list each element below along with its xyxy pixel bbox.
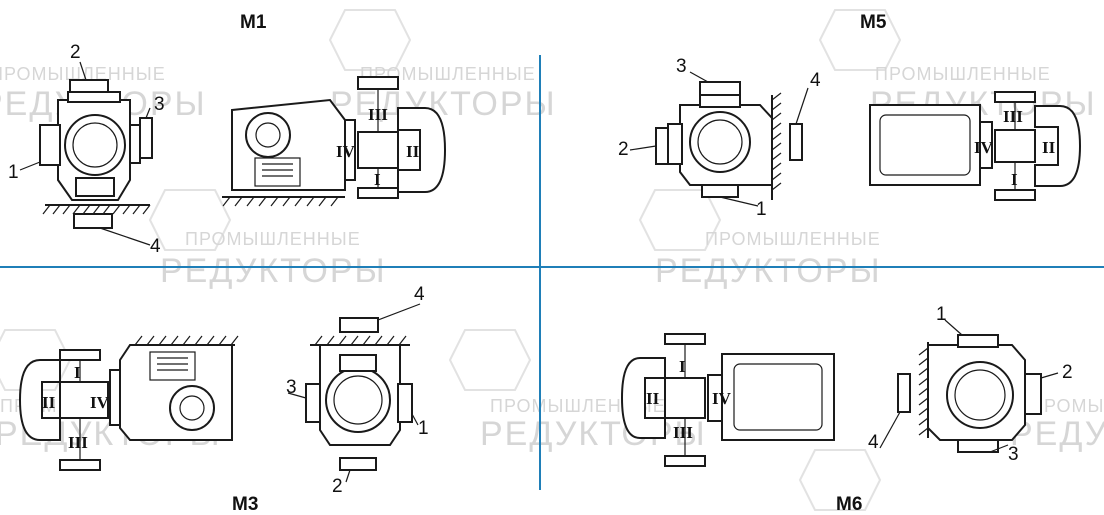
m1-side-view bbox=[222, 76, 447, 207]
m5-roman-iii: III bbox=[1003, 107, 1023, 126]
m1-front-view bbox=[19, 61, 153, 246]
watermark-line1: ПРОМЫШЛЕННЫЕ bbox=[1030, 396, 1104, 416]
m1-roman-ii: II bbox=[406, 142, 420, 161]
m5-roman-iv: IV bbox=[974, 138, 994, 157]
m5-callout-3: 3 bbox=[676, 56, 687, 77]
m3-front-view bbox=[287, 303, 421, 483]
watermark-line2: РЕДУКТОРЫ bbox=[330, 85, 557, 123]
m5-roman-ii: II bbox=[1042, 138, 1056, 157]
m6-roman-i: I bbox=[679, 357, 686, 376]
m5-roman-i: I bbox=[1011, 170, 1018, 189]
m6-side-view bbox=[620, 333, 835, 467]
watermark-line1: ПРОМЫШЛЕННЫЕ bbox=[0, 64, 166, 84]
watermark-line1: ПРОМЫШЛЕННЫЕ bbox=[185, 229, 361, 249]
m3-roman-ii: II bbox=[42, 393, 56, 412]
watermark-top-center: ПРОМЫШЛЕННЫЕ РЕДУКТОРЫ bbox=[328, 9, 557, 123]
watermark-mid-right: ПРОМЫШЛЕННЫЕ РЕДУКТОРЫ bbox=[638, 189, 882, 290]
m5-side-view bbox=[869, 91, 1082, 201]
m3-callout-2: 2 bbox=[332, 476, 343, 497]
m1-callout-1: 1 bbox=[8, 162, 19, 183]
m5-front-view bbox=[629, 71, 809, 207]
m1-callout-2: 2 bbox=[70, 42, 81, 63]
m3-roman-iii: III bbox=[68, 433, 88, 452]
m5-callout-1: 1 bbox=[756, 199, 767, 220]
watermark-line1: ПРОМЫШЛЕННЫЕ bbox=[705, 229, 881, 249]
m1-roman-iv: IV bbox=[336, 142, 356, 161]
watermark-line2: РЕДУКТОРЫ bbox=[480, 415, 707, 453]
watermark-mid-left: ПРОМЫШЛЕННЫЕ РЕДУКТОРЫ bbox=[148, 189, 387, 290]
m6-callout-4: 4 bbox=[868, 432, 879, 453]
m6-roman-ii: II bbox=[646, 389, 660, 408]
m3-callout-3: 3 bbox=[286, 377, 297, 398]
watermark-line1: ПРОМЫШЛЕННЫЕ bbox=[360, 64, 536, 84]
title-m1: M1 bbox=[240, 12, 267, 33]
m1-callout-4: 4 bbox=[150, 236, 161, 257]
watermark-line2: РЕДУКТОРЫ bbox=[655, 252, 882, 290]
m5-callout-4: 4 bbox=[810, 70, 821, 91]
title-m3: M3 bbox=[232, 494, 258, 515]
m1-roman-i: I bbox=[374, 170, 381, 189]
m3-callout-4: 4 bbox=[414, 284, 425, 305]
watermark-bottom-right: ПРОМЫШЛЕННЫЕ РЕДУКТОРЫ bbox=[798, 396, 1104, 511]
m6-callout-1: 1 bbox=[936, 304, 947, 325]
m6-roman-iv: IV bbox=[712, 389, 732, 408]
m6-roman-iii: III bbox=[673, 423, 693, 442]
m1-callout-3: 3 bbox=[154, 94, 165, 115]
m6-callout-2: 2 bbox=[1062, 362, 1073, 383]
m6-callout-3: 3 bbox=[1008, 444, 1019, 465]
m5-callout-2: 2 bbox=[618, 139, 629, 160]
watermark-line2: РЕДУКТОРЫ bbox=[160, 252, 387, 290]
m1-roman-iii: III bbox=[368, 105, 388, 124]
m3-roman-iv: IV bbox=[90, 393, 110, 412]
m3-callout-1: 1 bbox=[418, 418, 429, 439]
title-m5: M5 bbox=[860, 12, 887, 33]
m3-side-view bbox=[18, 335, 239, 471]
m6-front-view bbox=[879, 319, 1059, 453]
title-m6: M6 bbox=[836, 494, 862, 515]
watermark-line1: ПРОМЫШЛЕННЫЕ bbox=[875, 64, 1051, 84]
m3-roman-i: I bbox=[74, 363, 81, 382]
